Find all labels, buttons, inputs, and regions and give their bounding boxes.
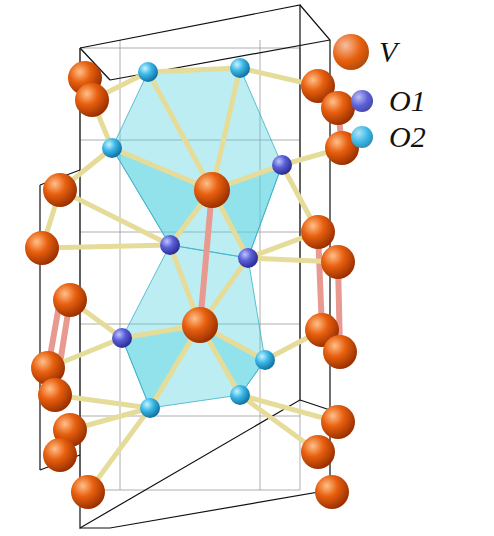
v-o-bonds [42, 68, 342, 492]
legend-entry: O1 [345, 84, 426, 118]
inner-cell [80, 40, 300, 490]
legend-label: O1 [389, 86, 426, 116]
legend-label: V [379, 37, 397, 67]
o2-atoms [102, 58, 275, 418]
octahedra [112, 68, 282, 408]
legend-swatch [351, 126, 373, 148]
o1-atoms [112, 155, 292, 348]
legend-swatch [351, 90, 373, 112]
legend-entry: O2 [345, 120, 426, 154]
legend-swatch [333, 34, 369, 70]
vanadium-atoms [25, 61, 359, 509]
legend-entry: V [333, 34, 397, 70]
unit-cell [40, 5, 330, 528]
legend-label: O2 [389, 122, 426, 152]
